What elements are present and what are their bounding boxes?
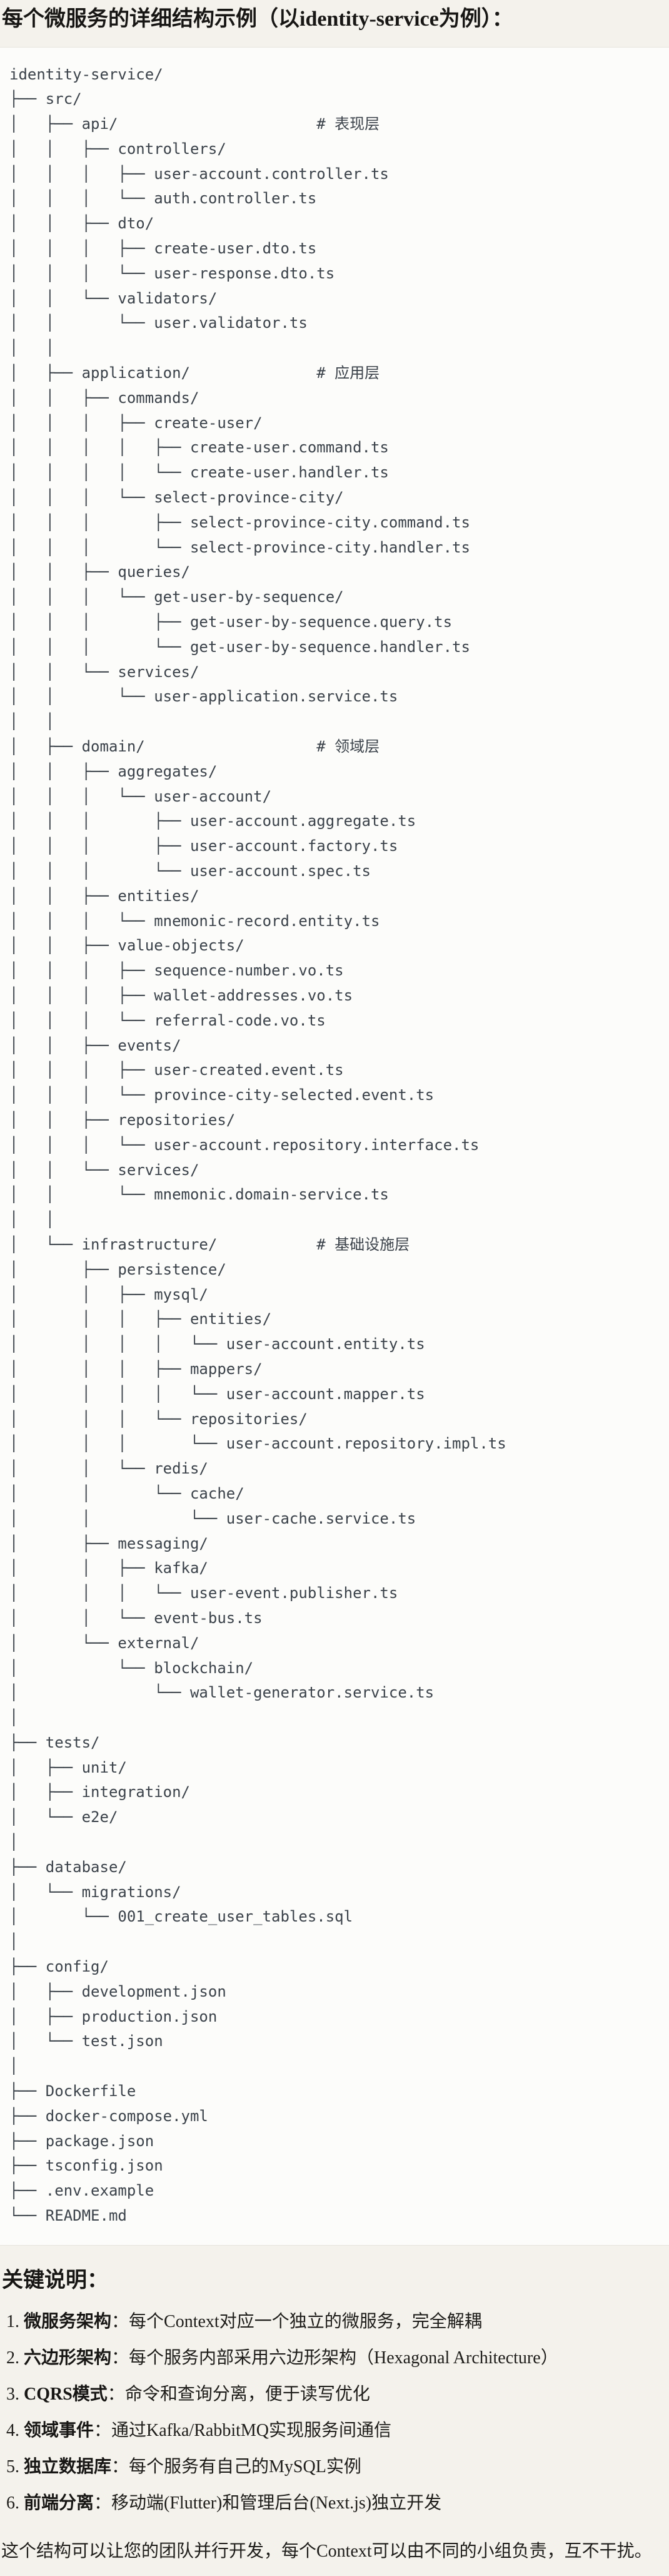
note-colon: ： (111, 2311, 129, 2331)
note-desc: 每个服务内部采用六边形架构（Hexagonal Architecture） (129, 2348, 558, 2368)
note-item: 4.领域事件：通过Kafka/RabbitMQ实现服务间通信 (6, 2420, 669, 2442)
note-term: 独立数据库 (24, 2456, 112, 2477)
notes-heading: 关键说明： (2, 2268, 108, 2292)
note-desc: 每个服务有自己的MySQL实例 (129, 2456, 361, 2477)
note-desc: 每个Context对应一个独立的微服务，完全解耦 (129, 2311, 482, 2331)
note-number: 6. (6, 2493, 19, 2513)
note-colon: ： (107, 2384, 125, 2404)
code-block: identity-service/ ├── src/ │ ├── api/ # … (0, 46, 669, 2246)
note-number: 1. (6, 2311, 19, 2331)
note-number: 3. (6, 2384, 19, 2404)
note-number: 5. (6, 2456, 19, 2477)
note-item: 2.六边形架构：每个服务内部采用六边形架构（Hexagonal Architec… (6, 2347, 669, 2370)
note-item: 1.微服务架构：每个Context对应一个独立的微服务，完全解耦 (6, 2311, 669, 2333)
note-number: 2. (6, 2348, 19, 2368)
note-item: 3.CQRS模式：命令和查询分离，便于读写优化 (6, 2383, 669, 2406)
note-term: 微服务架构 (24, 2311, 112, 2331)
note-item: 6.前端分离：移动端(Flutter)和管理后台(Next.js)独立开发 (6, 2492, 669, 2515)
note-desc: 通过Kafka/RabbitMQ实现服务间通信 (111, 2420, 391, 2440)
note-term: 领域事件 (24, 2420, 94, 2440)
file-tree: identity-service/ ├── src/ │ ├── api/ # … (9, 65, 506, 2225)
note-desc: 命令和查询分离，便于读写优化 (124, 2384, 370, 2404)
page-title: 每个微服务的详细结构示例（以identity-service为例）： (2, 8, 513, 31)
note-item: 5.独立数据库：每个服务有自己的MySQL实例 (6, 2456, 669, 2478)
note-number: 4. (6, 2420, 19, 2440)
note-colon: ： (111, 2348, 129, 2368)
note-colon: ： (94, 2493, 112, 2513)
closing-paragraph: 这个结构可以让您的团队并行开发，每个Context可以由不同的小组负责，互不干扰… (1, 2541, 652, 2561)
note-term: 前端分离 (24, 2493, 94, 2513)
note-term: 六边形架构 (24, 2348, 112, 2368)
note-desc: 移动端(Flutter)和管理后台(Next.js)独立开发 (111, 2493, 442, 2513)
note-colon: ： (94, 2420, 112, 2440)
note-colon: ： (111, 2456, 129, 2477)
note-term: CQRS模式 (24, 2384, 108, 2404)
